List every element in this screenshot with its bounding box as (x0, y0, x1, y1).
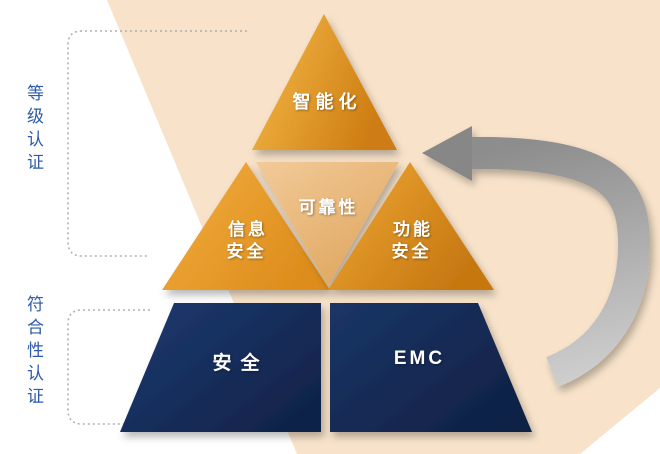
side-label-level-certification: 等级认证 (24, 84, 43, 176)
pyramid-mid-right-triangle (328, 162, 494, 290)
arrow-body (470, 137, 651, 387)
side-label-conformity-certification: 符合性认证 (24, 295, 43, 410)
dotted-bracket-top (67, 30, 247, 257)
curved-left-arrow-icon (422, 126, 651, 387)
pyramid-base-right-trapezoid (330, 303, 532, 432)
arrow-head (422, 126, 472, 181)
pyramid-peak-triangle (252, 14, 397, 150)
pyramid-mid-left-triangle (162, 162, 330, 290)
pyramid-center-inverted-triangle (256, 162, 399, 286)
pyramid-base-left-trapezoid (120, 303, 321, 432)
